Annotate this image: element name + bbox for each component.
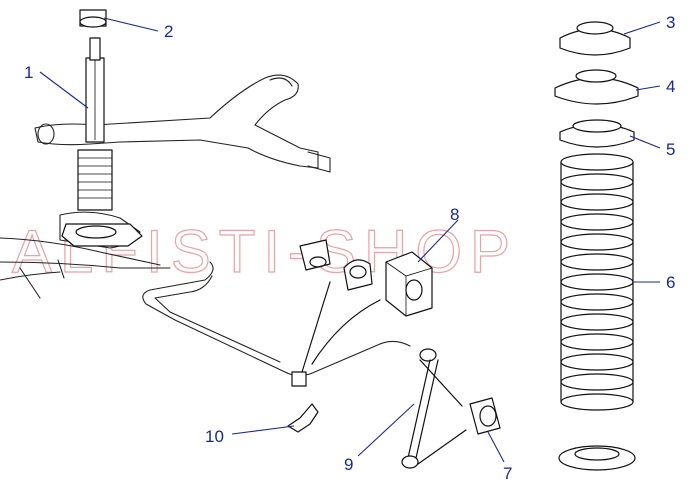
block-assembly-arrow bbox=[311, 299, 381, 365]
stabilizer-drop-link bbox=[401, 348, 439, 469]
spring-top-mount bbox=[559, 21, 631, 56]
lower-control-arm bbox=[0, 74, 331, 299]
upper-bush-assembly-arrow bbox=[419, 359, 463, 407]
spring-upper-seat bbox=[554, 69, 639, 105]
drop-link-bush bbox=[469, 397, 501, 435]
stabilizer-bracket bbox=[287, 403, 319, 433]
callout-1: 1 bbox=[24, 63, 33, 82]
stabilizer-bush-block bbox=[385, 251, 433, 317]
shock-absorber bbox=[61, 37, 143, 247]
callout-10: 10 bbox=[205, 427, 224, 446]
spring-insulator bbox=[559, 119, 635, 148]
lower-bush-assembly-arrow bbox=[417, 429, 467, 465]
spring-lower-seat bbox=[558, 445, 636, 471]
callout-8: 8 bbox=[450, 205, 459, 224]
callout-2: 2 bbox=[164, 22, 173, 41]
stabilizer-bar bbox=[142, 261, 411, 387]
shock-gaiter-ribs bbox=[78, 157, 112, 199]
callout-9: 9 bbox=[344, 455, 353, 474]
coil-spring bbox=[560, 153, 634, 411]
callout-7: 7 bbox=[503, 464, 512, 483]
shock-top-nut bbox=[79, 9, 107, 28]
callout-6: 6 bbox=[666, 273, 675, 292]
callout-5: 5 bbox=[666, 140, 675, 159]
callout-leaders bbox=[39, 17, 661, 463]
small-bushes bbox=[299, 239, 373, 291]
bush-assembly-arrow bbox=[301, 281, 331, 373]
callout-3: 3 bbox=[666, 13, 675, 32]
callout-4: 4 bbox=[666, 77, 675, 96]
